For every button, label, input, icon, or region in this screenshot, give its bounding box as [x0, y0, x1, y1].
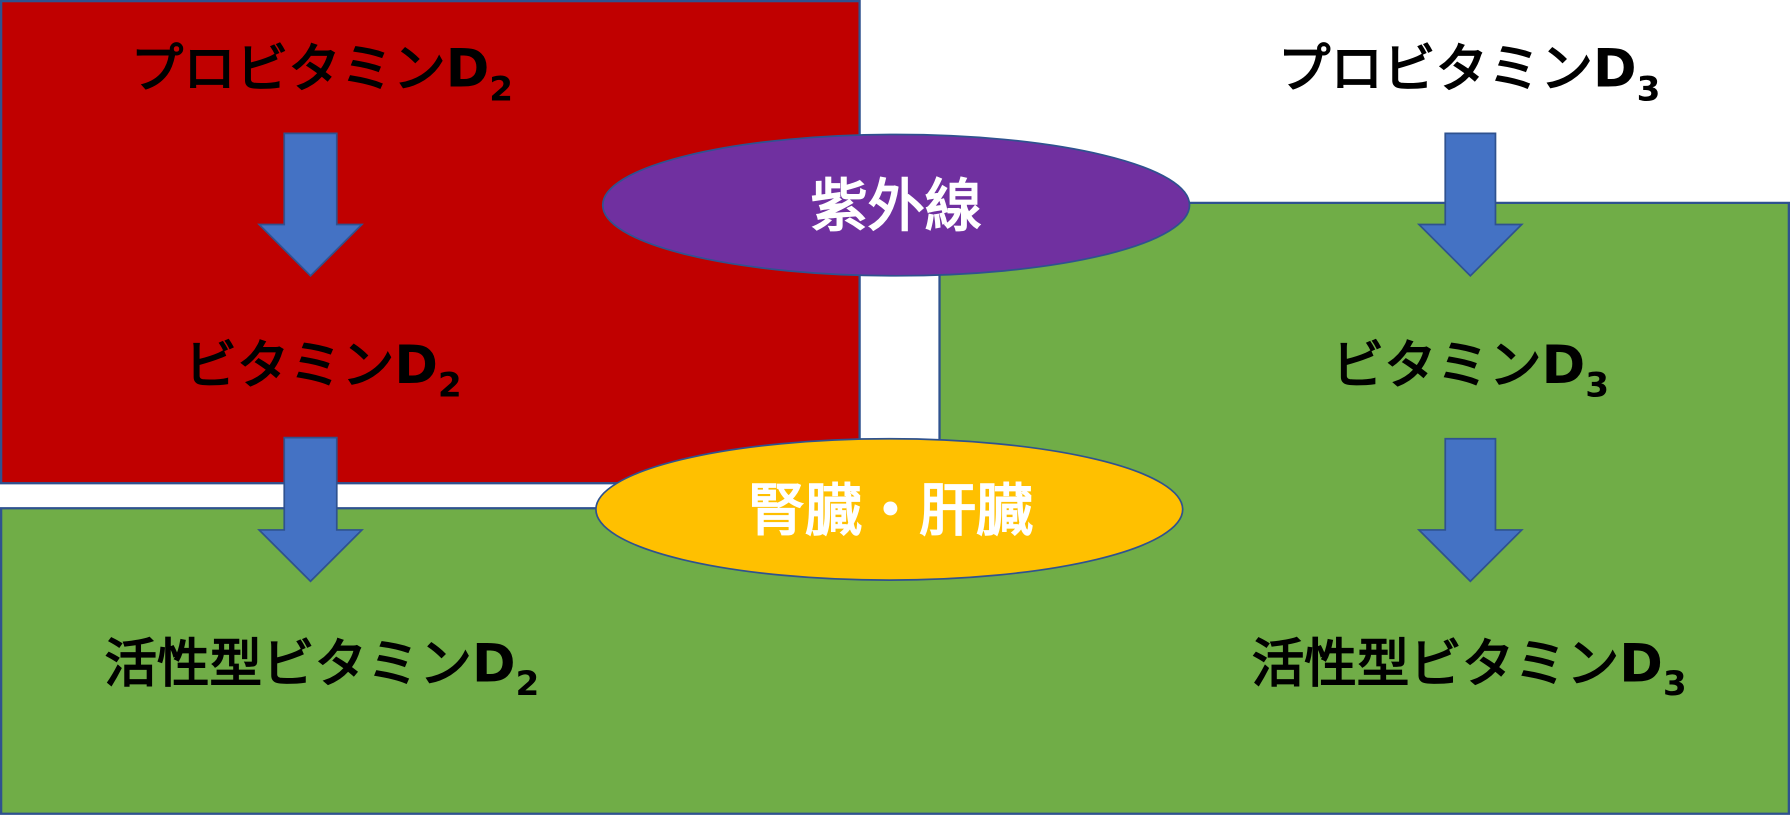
- vitamin-d2-label: ビタミンD2: [184, 335, 461, 406]
- vitamin-d3-label: ビタミンD3: [1332, 335, 1609, 406]
- provitamin-d2-label: プロビタミンD2: [131, 39, 513, 110]
- uv-ellipse: [601, 133, 1191, 277]
- organ-ellipse: [595, 437, 1184, 581]
- arrow-down-icon: [1416, 437, 1524, 583]
- arrow-down-icon: [257, 436, 364, 583]
- active-vitamin-d2-label: 活性型ビタミンD2: [104, 634, 539, 705]
- provitamin-d3-label: プロビタミンD3: [1278, 39, 1660, 110]
- arrow-down-icon: [1416, 132, 1524, 278]
- arrow-down-icon: [257, 132, 364, 278]
- active-vitamin-d3-label: 活性型ビタミンD3: [1252, 634, 1687, 705]
- organ-label: 腎臓・肝臓: [748, 478, 1033, 544]
- uv-label: 紫外線: [811, 174, 982, 240]
